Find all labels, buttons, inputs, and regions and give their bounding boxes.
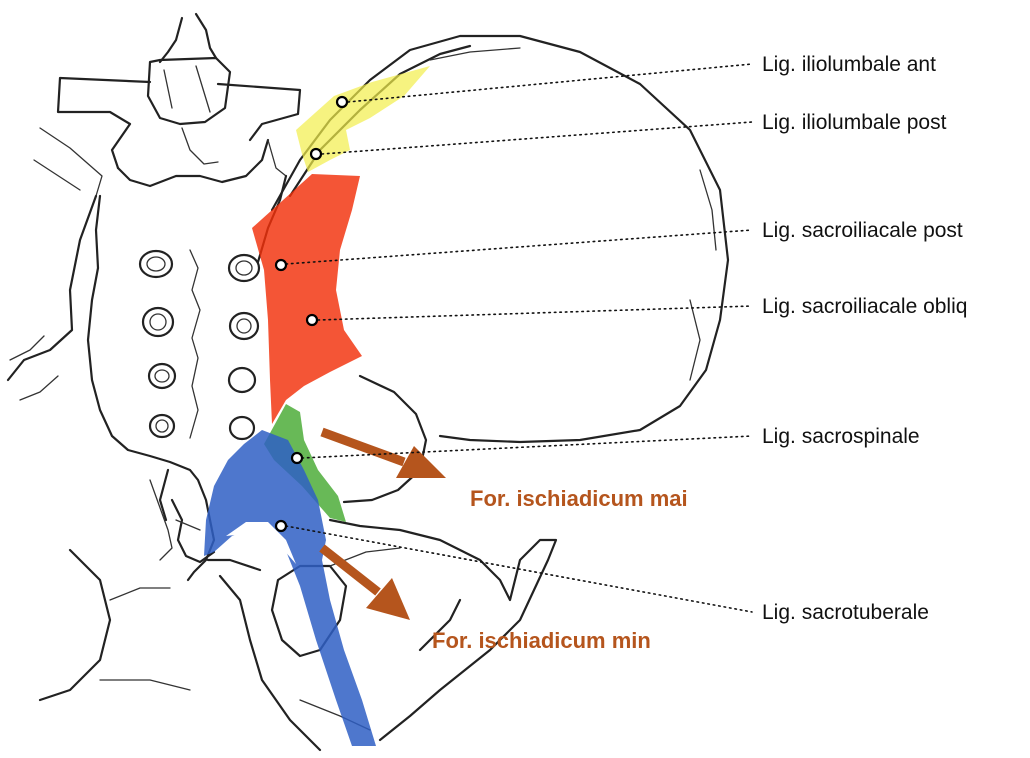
marker-sacroiliacale-obliq bbox=[307, 315, 317, 325]
label-sacrospinale: Lig. sacrospinale bbox=[762, 425, 920, 448]
leader-lines bbox=[286, 64, 752, 612]
label-sacrotuberale: Lig. sacrotuberale bbox=[762, 601, 929, 624]
sacral-foramina bbox=[140, 251, 259, 439]
spinous-process bbox=[160, 14, 216, 62]
label-foramen-mai: For. ischiadicum mai bbox=[470, 486, 688, 511]
transverse-process-left bbox=[58, 78, 150, 168]
marker-iliolumbale-ant bbox=[337, 97, 347, 107]
marker-sacrotuberale bbox=[276, 521, 286, 531]
sacrum-outline bbox=[88, 196, 214, 580]
marker-sacroiliacale-post bbox=[276, 260, 286, 270]
ligaments bbox=[204, 66, 430, 746]
median-sacral-crest bbox=[190, 250, 200, 438]
label-sacroiliacale-post: Lig. sacroiliacale post bbox=[762, 219, 963, 242]
transverse-process-right bbox=[218, 84, 300, 140]
marker-sacrospinale bbox=[292, 453, 302, 463]
label-iliolumbale-ant: Lig. iliolumbale ant bbox=[762, 53, 936, 76]
label-foramen-min: For. ischiadicum min bbox=[432, 628, 651, 653]
label-iliolumbale-post: Lig. iliolumbale post bbox=[762, 111, 947, 134]
foramen-labels: For. ischiadicum mai For. ischiadicum mi… bbox=[432, 486, 688, 653]
arrow-foramen-mai bbox=[322, 432, 446, 478]
arrow-foramen-min bbox=[322, 548, 410, 620]
ligament-labels: Lig. iliolumbale ant Lig. iliolumbale po… bbox=[762, 53, 967, 624]
label-sacroiliacale-obliq: Lig. sacroiliacale obliq bbox=[762, 295, 967, 318]
vertebral-body bbox=[148, 58, 230, 124]
marker-iliolumbale-post bbox=[311, 149, 321, 159]
greater-sciatic-notch bbox=[344, 376, 426, 502]
foramen-arrows bbox=[322, 432, 446, 620]
sacrum-ala-left bbox=[8, 196, 96, 380]
ligament-sacroiliacale bbox=[252, 174, 362, 424]
